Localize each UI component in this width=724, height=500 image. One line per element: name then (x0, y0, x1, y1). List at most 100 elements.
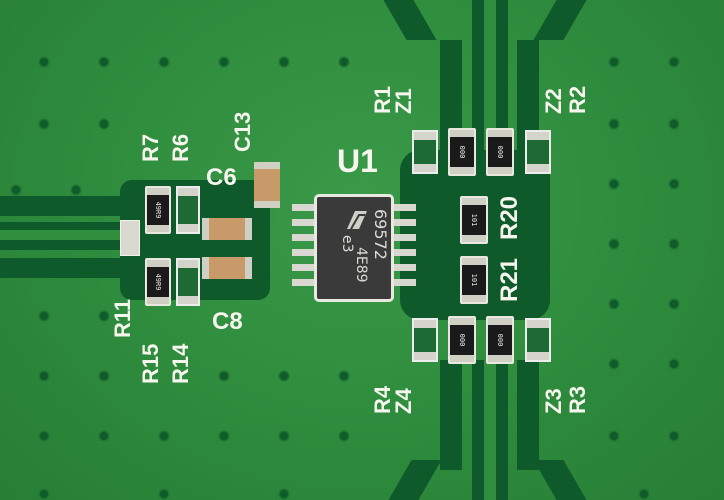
via (100, 372, 108, 380)
diff-trace-left-lower (0, 258, 130, 278)
label-r21: R21 (496, 257, 523, 302)
label-r15: R15 (138, 343, 163, 384)
via (610, 240, 618, 248)
ic-pin (394, 234, 416, 241)
label-c6: C6 (206, 164, 237, 191)
label-c13: C13 (230, 111, 255, 152)
via (610, 120, 618, 128)
bottom-trace-right (533, 460, 587, 500)
top-center-gap (484, 0, 496, 150)
via (40, 372, 48, 380)
ic-pin (394, 279, 416, 286)
bottom-center-gap (484, 360, 496, 500)
via (610, 58, 618, 66)
via (220, 432, 228, 440)
ic-pin (394, 204, 416, 211)
top-vertical-left (440, 40, 462, 150)
via (280, 490, 288, 498)
via (340, 58, 348, 66)
bottom-vertical-right (517, 360, 539, 470)
resistor-r21: 101 (460, 256, 488, 304)
resistor-r4: 000 (448, 316, 476, 364)
via (100, 58, 108, 66)
via (340, 432, 348, 440)
via (670, 58, 678, 66)
via (40, 312, 48, 320)
via (610, 432, 618, 440)
ic-marking-rohs: e3 (339, 235, 355, 253)
via (100, 432, 108, 440)
label-r14: R14 (168, 343, 193, 384)
label-z1: Z1 (391, 88, 416, 114)
via (160, 58, 168, 66)
via (72, 186, 80, 194)
via (220, 372, 228, 380)
ic-pin (292, 219, 314, 226)
r15-pad (120, 220, 140, 256)
top-trace-right (533, 0, 587, 40)
via (670, 432, 678, 440)
capacitor-c8 (202, 257, 252, 279)
via (610, 300, 618, 308)
via (670, 120, 678, 128)
resistor-r20: 101 (460, 196, 488, 244)
via (670, 360, 678, 368)
via (610, 360, 618, 368)
r14-footprint (176, 258, 200, 306)
resistor-r3: 000 (486, 316, 514, 364)
z4-footprint (412, 318, 438, 362)
label-z3: Z3 (541, 388, 566, 414)
via (160, 432, 168, 440)
bottom-trace-left (388, 460, 442, 500)
via (610, 180, 618, 188)
ic-pin (394, 219, 416, 226)
ic-pin (292, 249, 314, 256)
via (40, 120, 48, 128)
resistor-r2: 000 (486, 128, 514, 176)
ic-pin (394, 249, 416, 256)
top-trace-left (383, 0, 437, 40)
z2-footprint (525, 130, 551, 174)
label-z2: Z2 (541, 88, 566, 114)
label-c8: C8 (212, 308, 243, 335)
lt-logo-icon (345, 209, 369, 231)
top-vertical-right (517, 40, 539, 150)
via (280, 58, 288, 66)
label-r7: R7 (138, 133, 163, 162)
via (220, 58, 228, 66)
via (640, 490, 648, 498)
via (40, 432, 48, 440)
via (340, 372, 348, 380)
ic-pin (394, 264, 416, 271)
z1-footprint (412, 130, 438, 174)
via (40, 58, 48, 66)
z3-footprint (525, 318, 551, 362)
ic-marking-line1: 69572 (371, 209, 390, 260)
capacitor-c13 (254, 162, 280, 208)
via (280, 372, 288, 380)
via (280, 432, 288, 440)
label-z4: Z4 (391, 388, 416, 414)
via (670, 300, 678, 308)
label-r11: R11 (110, 298, 135, 338)
via (670, 180, 678, 188)
resistor-r7: 49R9 (145, 186, 171, 234)
via (40, 490, 48, 498)
label-r3: R3 (565, 385, 590, 414)
ic-pin (292, 234, 314, 241)
label-r6: R6 (168, 133, 193, 162)
diff-trace-left-pair (0, 230, 135, 240)
diff-trace-left-upper (0, 196, 130, 216)
via (100, 312, 108, 320)
via (670, 240, 678, 248)
ic-pin (292, 264, 314, 271)
via (160, 490, 168, 498)
label-r2: R2 (565, 85, 590, 114)
label-r20: R20 (496, 195, 523, 240)
via (100, 120, 108, 128)
ic-pin (292, 279, 314, 286)
u1-label: U1 (337, 143, 378, 179)
resistor-r1: 000 (448, 128, 476, 176)
bottom-vertical-left (440, 360, 462, 470)
